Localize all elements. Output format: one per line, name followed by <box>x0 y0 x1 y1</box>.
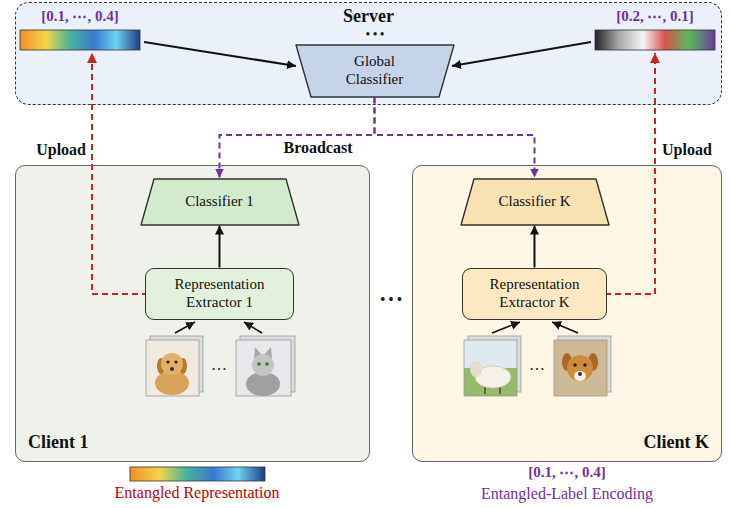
flow-label: Broadcast <box>283 139 352 157</box>
puppy-nose <box>170 367 174 371</box>
local-classifier: Classifier 1 <box>140 178 300 226</box>
trapezoid-shape <box>141 179 299 225</box>
region-title: Server <box>343 6 394 27</box>
input-arrow <box>552 322 578 333</box>
caption-label: Entangled-Label Encoding <box>481 485 653 503</box>
vector-value-holder: [0.1, ⋯, 0.4] <box>528 464 606 481</box>
dog-nose <box>578 372 582 376</box>
server-region: Global Classifier Server <box>15 2 722 105</box>
ellipsis-dots: • • • <box>366 28 385 42</box>
aggregate-arrow <box>452 42 591 66</box>
upload-line <box>605 53 655 294</box>
kitten-eye <box>265 362 269 366</box>
dog-photo <box>554 336 611 396</box>
forward-arrow <box>218 226 220 268</box>
ellipsis-dots-holder: • • • <box>380 292 402 308</box>
kitten-head <box>252 354 274 376</box>
flow-label: Upload <box>36 141 86 159</box>
client-ground <box>15 165 370 462</box>
vector-value-holder: [0.1, ⋯, 0.4] <box>41 8 119 25</box>
input-arrow <box>492 322 520 333</box>
vector-value: [0.1, ⋯, 0.4] <box>41 8 119 25</box>
ellipsis-dots: … <box>211 356 227 374</box>
label-colorbar <box>595 30 715 50</box>
ellipsis-dots-holder: … <box>529 356 545 374</box>
input-arrow <box>244 322 262 333</box>
dog-eye <box>573 363 576 366</box>
puppy-photo <box>146 336 203 396</box>
sheep-photo <box>464 336 521 396</box>
ellipsis-dots: • • • <box>380 292 402 308</box>
region-title: Client K <box>644 432 710 453</box>
server-ground <box>15 2 722 105</box>
representation-extractor: Representation Extractor 1 <box>145 268 294 320</box>
kitten-photo <box>236 336 295 396</box>
global-classifier: Global Classifier <box>295 44 455 98</box>
region-title: Client 1 <box>28 432 89 453</box>
upload-line <box>92 53 148 294</box>
representation-extractor: Representation Extractor K <box>462 268 607 320</box>
ellipsis-dots: … <box>529 356 545 374</box>
dog-muzzle <box>574 371 586 381</box>
dog-eye <box>583 363 586 366</box>
representation-colorbar <box>20 30 140 50</box>
module-label: Classifier 1 <box>185 193 254 210</box>
puppy-head <box>161 353 183 375</box>
ellipsis-dots-holder: … <box>211 356 227 374</box>
flow-label-holder: Broadcast <box>283 139 352 157</box>
ellipsis-dots-holder: • • • <box>366 28 385 42</box>
local-classifier: Classifier K <box>460 178 610 226</box>
sheep-head <box>470 361 482 377</box>
representation-colorbar <box>130 467 265 481</box>
client-region: Classifier K Representation Extractor K Cl… <box>412 165 722 462</box>
forward-arrow <box>533 226 535 268</box>
photo-frame <box>554 340 607 396</box>
puppy-eye <box>166 360 169 363</box>
module-label: Classifier K <box>498 193 570 210</box>
dog-head <box>567 355 593 381</box>
caption-label-holder: Entangled Representation <box>115 484 280 502</box>
photo-frame <box>236 340 291 396</box>
client-region: Classifier 1 Representation Extractor 1 Cl… <box>15 165 370 462</box>
module-label: Representation Extractor 1 <box>152 276 287 311</box>
client-ground <box>412 165 722 462</box>
flow-label-holder: Upload <box>36 141 86 159</box>
aggregate-arrow <box>144 42 296 66</box>
puppy-eye <box>174 360 177 363</box>
module-label: Global Classifier <box>332 53 418 88</box>
module-label: Representation Extractor K <box>469 276 600 311</box>
photo-frame <box>146 340 199 396</box>
kitten-eye <box>257 362 261 366</box>
input-arrow <box>175 322 195 333</box>
photo-frame <box>464 340 517 396</box>
caption-label: Entangled Representation <box>115 484 280 502</box>
vector-value: [0.2, ⋯, 0.1] <box>616 8 694 25</box>
vector-value-holder: [0.2, ⋯, 0.1] <box>616 8 694 25</box>
flow-label-holder: Upload <box>662 141 712 159</box>
flow-label: Upload <box>662 141 712 159</box>
trapezoid-shape <box>461 179 609 225</box>
vector-value: [0.1, ⋯, 0.4] <box>528 464 606 481</box>
trapezoid-shape <box>296 45 454 97</box>
caption-label-holder: Entangled-Label Encoding <box>481 485 653 503</box>
